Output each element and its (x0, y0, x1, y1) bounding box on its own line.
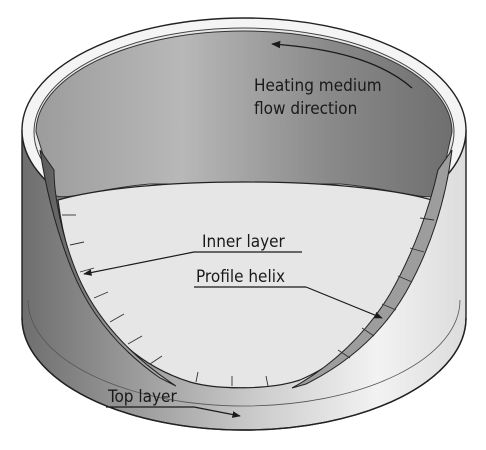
top-layer-arrow (193, 406, 241, 418)
inner-layer-arrow (83, 251, 195, 276)
outer-bottom-edge-inner (27, 299, 461, 407)
cutaway-section-left (39, 149, 177, 387)
outer-bottom-edge (21, 317, 467, 431)
profile-helix-ribs (62, 214, 435, 387)
inner-back-wall (35, 30, 453, 198)
flow-direction-arrow (271, 40, 413, 89)
profile-helix-arrow (305, 286, 383, 319)
heating-medium-label-line1: Heating medium (254, 76, 382, 96)
cutaway-section-right (291, 149, 453, 389)
heating-medium-label-line2: flow direction (254, 99, 357, 119)
inner-layer-label: Inner layer (202, 232, 286, 252)
profile-helix-label: Profile helix (196, 267, 285, 287)
top-layer-label: Top layer (107, 387, 177, 407)
